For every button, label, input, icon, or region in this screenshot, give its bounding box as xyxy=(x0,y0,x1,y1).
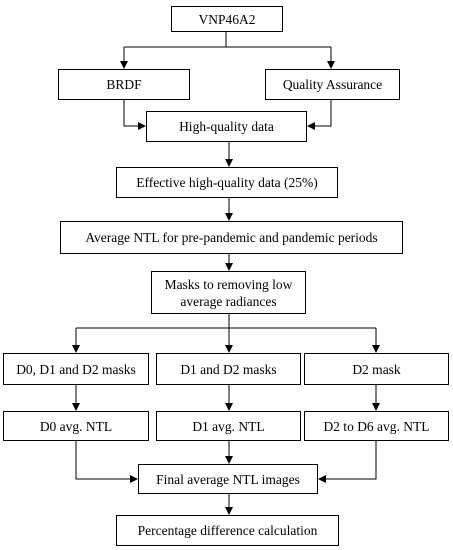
node-effective-high-quality: Effective high-quality data (25%) xyxy=(116,167,338,198)
node-d1-d2-masks-label: D1 and D2 masks xyxy=(180,361,277,377)
node-average-ntl: Average NTL for pre-pandemic and pandemi… xyxy=(60,221,403,254)
node-final-average-ntl-label: Final average NTL images xyxy=(156,471,300,487)
edge-ad0-final xyxy=(75,441,138,483)
node-d0-d1-d2-masks-label: D0, D1 and D2 masks xyxy=(16,361,136,377)
node-d2-mask-label: D2 mask xyxy=(352,361,401,377)
edge-ad2-final xyxy=(318,441,377,483)
node-masks-label-line1: Masks to removing low xyxy=(164,276,293,292)
node-d1-d2-masks: D1 and D2 masks xyxy=(156,353,301,385)
node-brdf-label: BRDF xyxy=(106,77,142,92)
node-masks: Masks to removing low average radiances xyxy=(151,271,306,314)
node-d2-d6-avg-ntl-label: D2 to D6 avg. NTL xyxy=(323,418,430,434)
node-d0-avg-ntl-label: D0 avg. NTL xyxy=(39,418,113,434)
node-high-quality-data-label: High-quality data xyxy=(179,119,274,134)
node-d1-avg-ntl: D1 avg. NTL xyxy=(156,411,301,441)
edge-brdf-hq xyxy=(123,100,146,130)
node-quality-assurance-label: Quality Assurance xyxy=(282,77,383,92)
node-percentage-difference: Percentage difference calculation xyxy=(116,515,339,546)
node-average-ntl-label: Average NTL for pre-pandemic and pandemi… xyxy=(85,230,378,245)
node-vnp46a2: VNP46A2 xyxy=(171,6,283,32)
node-vnp46a2-label: VNP46A2 xyxy=(198,11,256,27)
node-high-quality-data: High-quality data xyxy=(146,111,307,142)
node-d1-avg-ntl-label: D1 avg. NTL xyxy=(192,418,265,434)
node-masks-label-line2: average radiances xyxy=(180,293,277,309)
node-d2-mask: D2 mask xyxy=(304,353,449,385)
node-percentage-difference-label: Percentage difference calculation xyxy=(137,523,318,538)
node-d0-avg-ntl: D0 avg. NTL xyxy=(3,411,149,441)
node-d2-d6-avg-ntl: D2 to D6 avg. NTL xyxy=(304,411,449,441)
node-brdf: BRDF xyxy=(58,69,190,100)
node-effective-high-quality-label: Effective high-quality data (25%) xyxy=(136,175,318,190)
node-final-average-ntl: Final average NTL images xyxy=(138,464,318,494)
node-quality-assurance: Quality Assurance xyxy=(265,69,400,100)
node-d0-d1-d2-masks: D0, D1 and D2 masks xyxy=(3,353,149,385)
edge-qa-hq xyxy=(307,100,332,130)
